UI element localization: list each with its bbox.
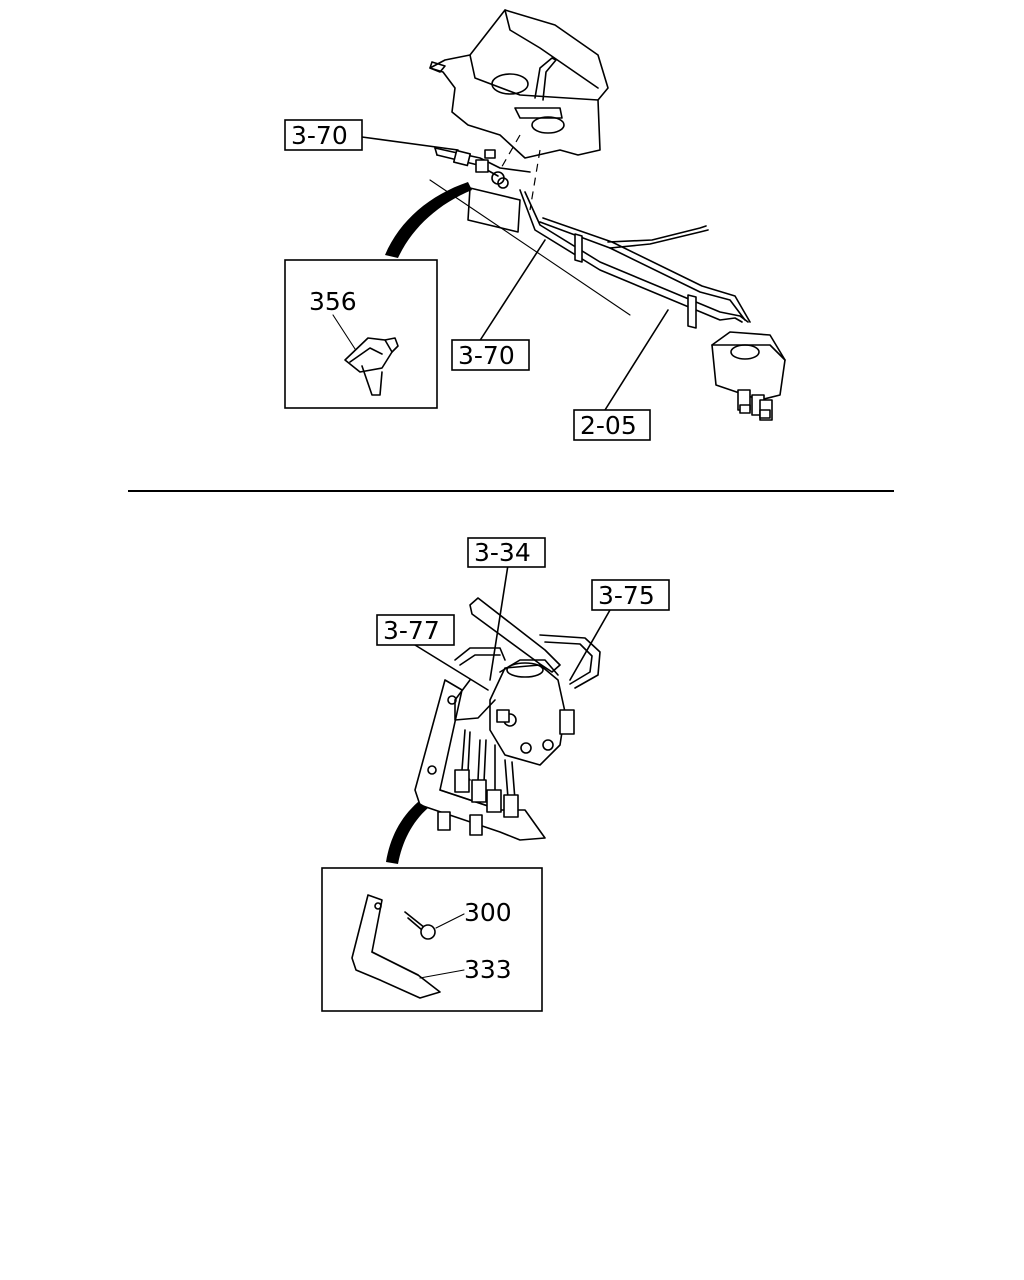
leader-2-05: [604, 309, 669, 411]
svg-text:3-70: 3-70: [458, 341, 515, 370]
callout-3-34: 3-34: [467, 537, 546, 568]
callout-3-77: 3-77: [376, 614, 455, 646]
part-number-356: 356: [309, 287, 357, 316]
svg-text:3-75: 3-75: [598, 581, 655, 610]
part-number-333: 333: [464, 955, 512, 984]
detail-arrow-bottom: [386, 802, 428, 864]
svg-text:3-77: 3-77: [383, 616, 440, 645]
callout-3-70-a: 3-70: [284, 119, 363, 151]
detail-box-top: 356: [284, 259, 438, 409]
callout-2-05: 2-05: [573, 409, 651, 441]
callout-3-75: 3-75: [591, 579, 670, 611]
detail-arrow-top: [385, 182, 472, 258]
top-assembly: [429, 9, 786, 421]
svg-text:3-70: 3-70: [291, 121, 348, 150]
svg-text:3-34: 3-34: [474, 538, 531, 567]
leader-3-34: [489, 564, 509, 681]
leader-3-70-a: [361, 136, 459, 151]
leader-3-77: [414, 644, 489, 691]
detail-box-bottom: 300 333: [321, 867, 543, 1012]
callout-3-70-b: 3-70: [451, 339, 530, 371]
leader-3-70-b: [478, 239, 546, 343]
part-number-300: 300: [464, 898, 512, 927]
bottom-assembly: [414, 597, 601, 841]
svg-text:2-05: 2-05: [580, 411, 637, 440]
leader-3-75: [569, 609, 611, 681]
